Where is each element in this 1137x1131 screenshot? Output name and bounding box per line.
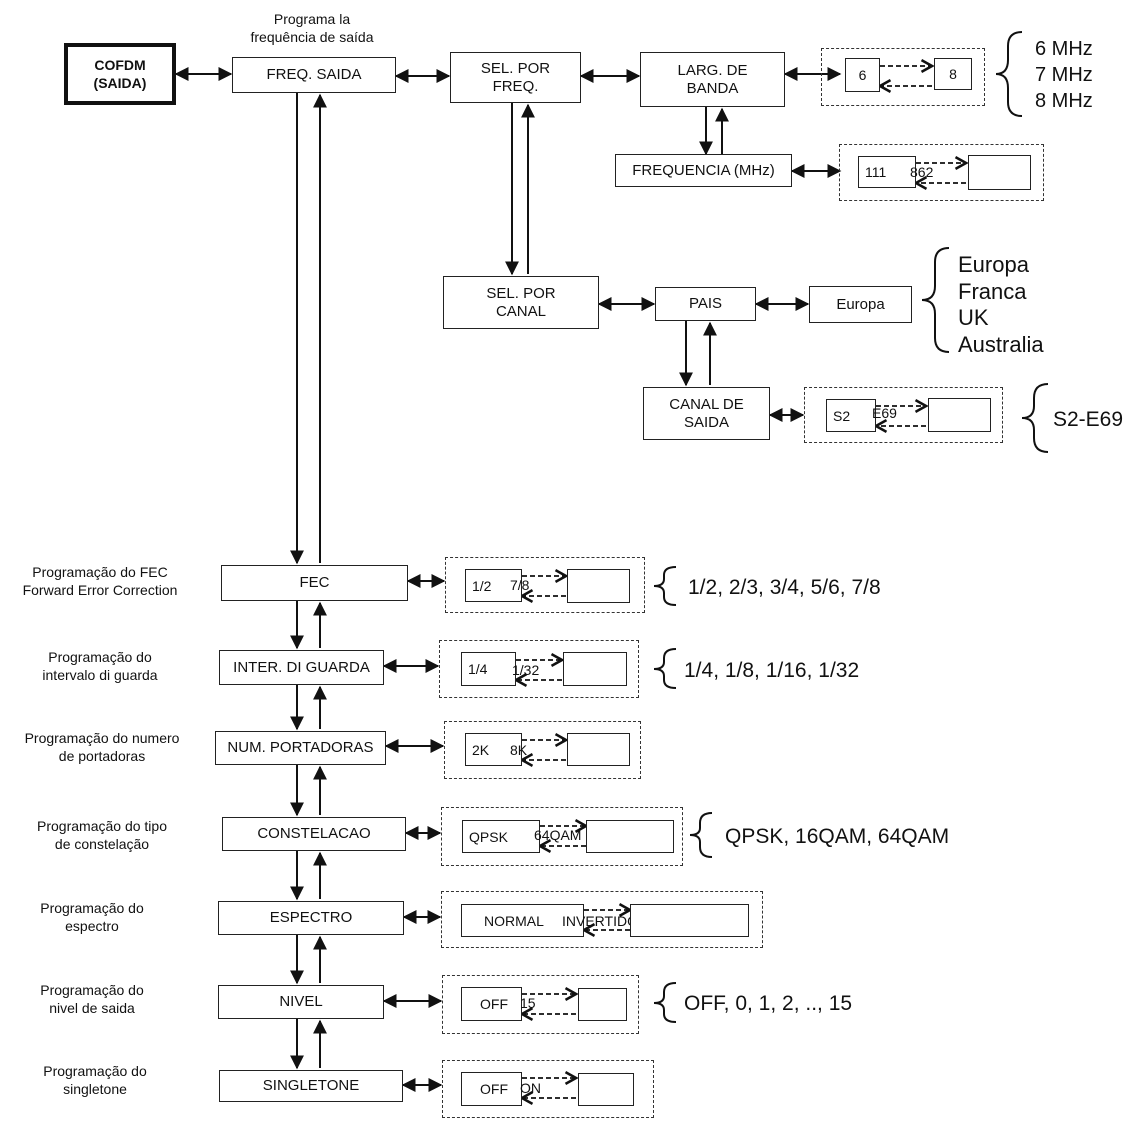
singletone-to-value: ON bbox=[520, 1080, 541, 1096]
cofdm-saida-node: COFDM (SAIDA) bbox=[64, 43, 176, 105]
frequencia-from-value: 111 bbox=[858, 156, 916, 188]
nivel-new-value-slot bbox=[578, 988, 627, 1021]
portadoras-to-value: 8K bbox=[510, 742, 528, 758]
canal-de-saida-node: CANAL DE SAIDA bbox=[643, 387, 770, 440]
fec-node: FEC bbox=[221, 565, 408, 601]
banda-options-text: 6 MHz 7 MHz 8 MHz bbox=[1035, 38, 1093, 112]
singletone-from-value: OFF bbox=[461, 1072, 522, 1106]
singletone-values-group bbox=[442, 1060, 654, 1118]
espectro-from-value: NORMAL bbox=[461, 904, 584, 937]
fec-description-label: Programação do FEC Forward Error Correct… bbox=[22, 564, 178, 598]
inter-di-guarda-node: INTER. DI GUARDA bbox=[219, 650, 384, 685]
frequencia-values-group bbox=[839, 144, 1044, 201]
constelacao-node: CONSTELACAO bbox=[222, 817, 406, 851]
canal-from-value: S2 bbox=[826, 399, 876, 432]
guarda-to-value: 1/32 bbox=[512, 662, 540, 678]
constelacao-options-text: QPSK, 16QAM, 64QAM bbox=[725, 825, 950, 848]
espectro-description-label: Programação do espectro bbox=[40, 900, 144, 934]
guarda-values-group bbox=[439, 640, 639, 698]
fec-to-value: 7/8 bbox=[510, 577, 530, 593]
constelacao-values-group bbox=[441, 807, 683, 866]
europa-node: Europa bbox=[809, 286, 912, 323]
nivel-to-value: 15 bbox=[520, 995, 536, 1011]
fec-values-group bbox=[445, 557, 645, 613]
frequencia-new-value-slot bbox=[968, 155, 1031, 190]
constelacao-description-label: Programação do tipo de constelação bbox=[37, 818, 167, 852]
portadoras-description-label: Programação do numero de portadoras bbox=[24, 730, 180, 764]
constelacao-from-value: QPSK bbox=[462, 820, 540, 853]
fec-options-text: 1/2, 2/3, 3/4, 5/6, 7/8 bbox=[688, 576, 881, 599]
guarda-from-value: 1/4 bbox=[461, 652, 516, 686]
banda-from-value: 6 bbox=[845, 58, 880, 92]
singletone-description-label: Programação do singletone bbox=[43, 1063, 147, 1097]
frequencia-mhz-node: FREQUENCIA (MHz) bbox=[615, 154, 792, 187]
programa-frequencia-label: Programa la frequência de saída bbox=[250, 11, 374, 45]
singletone-new-value-slot bbox=[578, 1073, 634, 1106]
espectro-new-value-slot bbox=[630, 904, 749, 937]
espectro-node: ESPECTRO bbox=[218, 901, 404, 935]
pais-options-text: Europa Franca UK Australia bbox=[958, 252, 1044, 357]
singletone-node: SINGLETONE bbox=[219, 1070, 403, 1102]
constelacao-new-value-slot bbox=[586, 820, 674, 853]
nivel-values-group bbox=[442, 975, 639, 1034]
portadoras-values-group bbox=[444, 721, 641, 779]
nivel-from-value: OFF bbox=[461, 987, 522, 1021]
sel-por-canal-node: SEL. POR CANAL bbox=[443, 276, 599, 329]
canal-to-value: E69 bbox=[872, 405, 897, 421]
freq-saida-node: FREQ. SAIDA bbox=[232, 57, 396, 93]
guarda-options-text: 1/4, 1/8, 1/16, 1/32 bbox=[684, 659, 860, 682]
guarda-description-label: Programação do intervalo di guarda bbox=[42, 649, 158, 683]
larg-de-banda-node: LARG. DE BANDA bbox=[640, 52, 785, 107]
pais-node: PAIS bbox=[655, 287, 756, 321]
banda-to-value: 8 bbox=[934, 58, 972, 90]
canal-new-value-slot bbox=[928, 398, 991, 432]
canal-values-group bbox=[804, 387, 1003, 443]
espectro-values-group bbox=[441, 891, 763, 948]
nivel-description-label: Programação do nivel de saida bbox=[40, 982, 144, 1016]
fec-from-value: 1/2 bbox=[465, 569, 522, 602]
portadoras-new-value-slot bbox=[567, 733, 630, 766]
nivel-node: NIVEL bbox=[218, 985, 384, 1019]
num-portadoras-node: NUM. PORTADORAS bbox=[215, 731, 386, 765]
frequencia-to-value: 862 bbox=[910, 164, 934, 180]
sel-por-freq-node: SEL. POR FREQ. bbox=[450, 52, 581, 103]
fec-new-value-slot bbox=[567, 569, 630, 603]
canal-options-text: S2-E69 bbox=[1053, 408, 1124, 431]
espectro-to-value: INVERTIDO bbox=[562, 913, 638, 929]
banda-values-group bbox=[821, 48, 985, 106]
portadoras-from-value: 2K bbox=[465, 733, 522, 766]
guarda-new-value-slot bbox=[563, 652, 627, 686]
nivel-options-text: OFF, 0, 1, 2, .., 15 bbox=[684, 992, 853, 1015]
constelacao-to-value: 64QAM bbox=[534, 827, 582, 843]
